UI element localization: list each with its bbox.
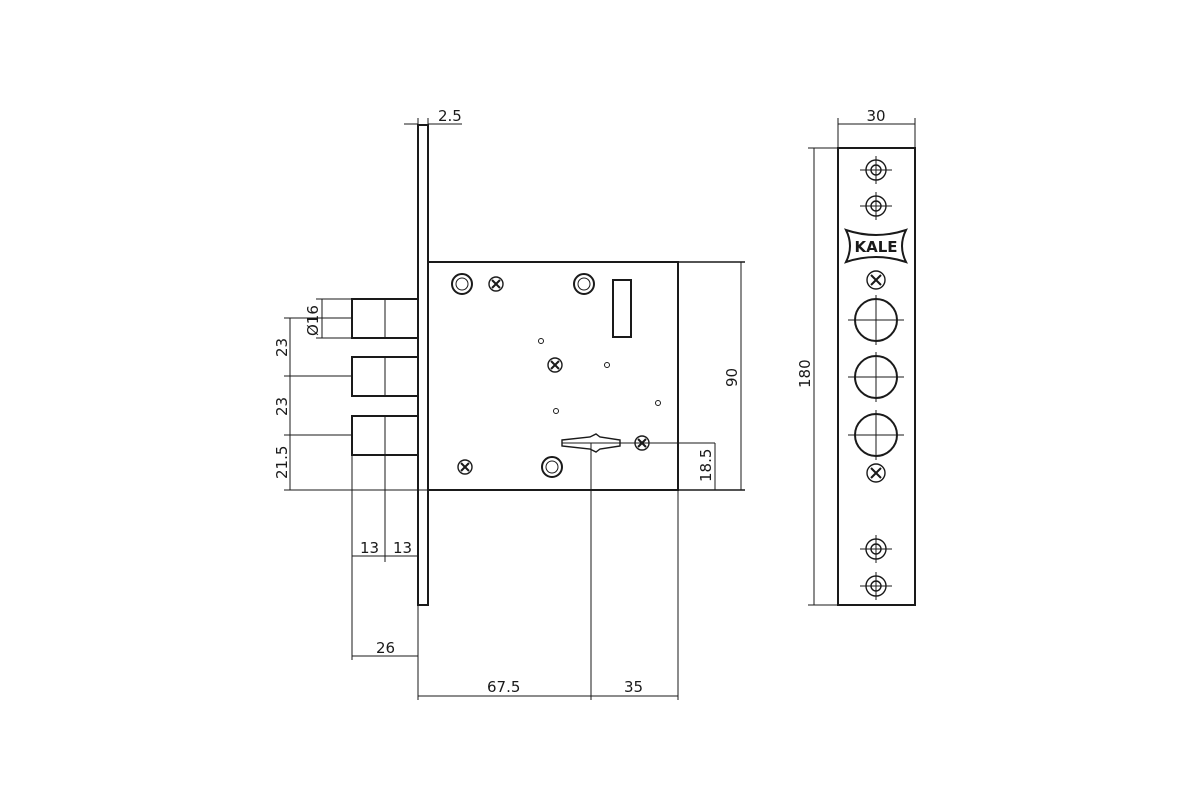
countersunk-hole-icon bbox=[860, 572, 892, 600]
bolt-middle bbox=[351, 356, 419, 397]
front-dimension-lines bbox=[808, 118, 916, 606]
dim-bolt-throw: 26 bbox=[376, 639, 395, 657]
bolt-bottom bbox=[351, 415, 419, 456]
screw-icon bbox=[488, 276, 504, 292]
dim-backset: 67.5 bbox=[487, 678, 520, 696]
dim-body-height: 90 bbox=[723, 368, 741, 387]
countersunk-hole-icon bbox=[860, 192, 892, 220]
body-slot bbox=[612, 279, 632, 338]
keyhole bbox=[561, 433, 715, 453]
bolt-opening-bottom bbox=[848, 410, 904, 460]
dim-bolt-spacing-2: 23 bbox=[273, 397, 291, 416]
bolt-top bbox=[351, 298, 419, 339]
body-hole-top-left bbox=[451, 273, 473, 295]
logo-text: KALE bbox=[854, 238, 897, 256]
dim-faceplate-height: 180 bbox=[796, 359, 814, 388]
screw-icon bbox=[457, 459, 473, 475]
dim-plate-thickness: 2.5 bbox=[438, 107, 462, 125]
dim-faceplate-width: 30 bbox=[866, 107, 885, 125]
pin-holes bbox=[538, 338, 661, 414]
side-faceplate bbox=[417, 124, 429, 606]
dim-bolt-diameter: Ø16 bbox=[304, 305, 322, 336]
bolt-opening-middle bbox=[848, 352, 904, 402]
screw-icon bbox=[547, 357, 563, 373]
screw-icon bbox=[866, 270, 886, 290]
bolt-opening-top bbox=[848, 295, 904, 345]
kale-logo: KALE bbox=[844, 228, 908, 264]
dim-keyhole-offset: 18.5 bbox=[697, 449, 715, 482]
screw-icon bbox=[866, 463, 886, 483]
dim-bolt-spacing-1: 23 bbox=[273, 338, 291, 357]
countersunk-hole-icon bbox=[860, 535, 892, 563]
front-faceplate bbox=[837, 147, 916, 606]
dim-bottom-offset: 21.5 bbox=[273, 446, 291, 479]
countersunk-hole-icon bbox=[860, 156, 892, 184]
dim-bolt-step-2: 13 bbox=[393, 539, 412, 557]
lock-body bbox=[427, 261, 745, 491]
dim-bolt-step-1: 13 bbox=[360, 539, 379, 557]
body-hole-top-middle bbox=[573, 273, 595, 295]
dim-rear-depth: 35 bbox=[624, 678, 643, 696]
dimension-lines bbox=[284, 118, 742, 700]
body-hole-bottom bbox=[541, 456, 563, 478]
